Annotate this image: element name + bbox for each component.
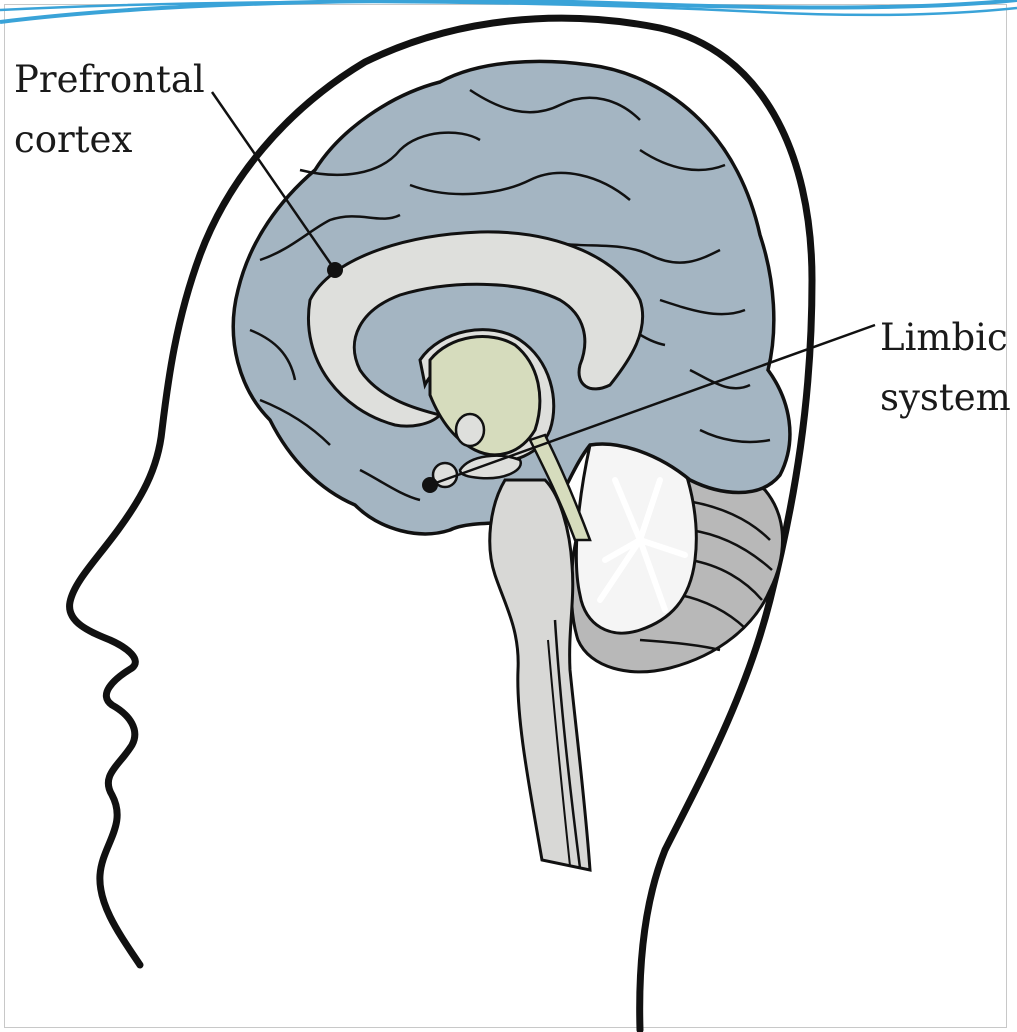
amygdala: [456, 414, 484, 446]
limbic-label-line1: Limbic: [880, 316, 1008, 359]
limbic-label-line2: system: [880, 376, 1011, 419]
prefrontal-label-line1: Prefrontal: [14, 58, 205, 101]
prefrontal-label-line2: cortex: [14, 118, 132, 161]
